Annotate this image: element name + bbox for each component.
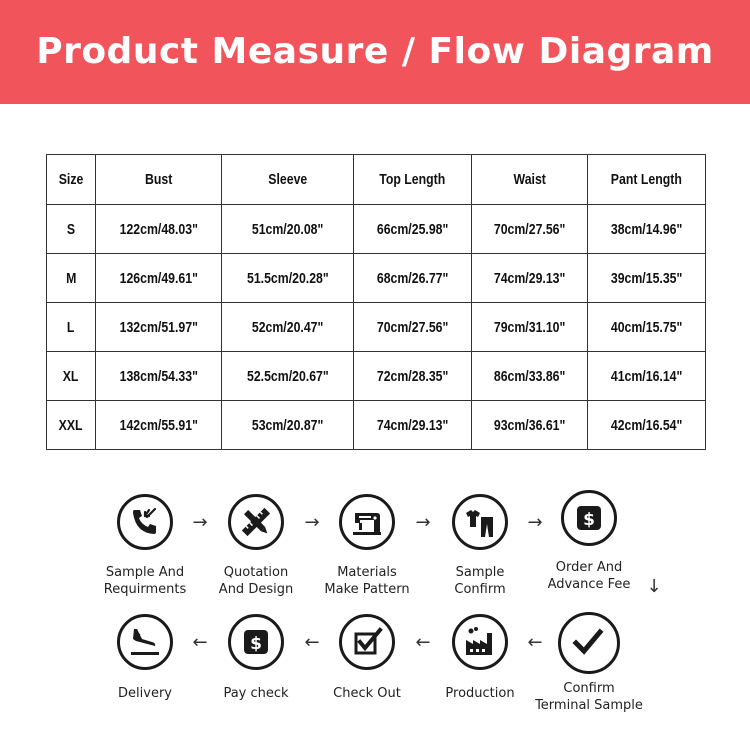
- flow-arrow-left: ←: [304, 632, 320, 653]
- page-title: Product Measure / Flow Diagram: [36, 31, 714, 72]
- dollar-card-icon: $: [577, 506, 601, 530]
- table-row: XXL 142cm/55.91" 53cm/20.87" 74cm/29.13"…: [46, 400, 706, 450]
- column-header: Pant Length: [587, 154, 706, 205]
- table-cell: 74cm/29.13": [471, 253, 588, 303]
- flow-arrow-right: →: [527, 512, 543, 533]
- flow-arrow-left: ←: [527, 632, 543, 653]
- checkmark-icon: [572, 628, 604, 655]
- table-row: S 122cm/48.03" 51cm/20.08" 66cm/25.98" 7…: [46, 204, 706, 254]
- table-cell: 68cm/26.77": [353, 253, 472, 303]
- table-cell: 122cm/48.03": [95, 204, 222, 254]
- table-cell: 138cm/54.33": [95, 351, 222, 401]
- table-cell: 42cm/16.54": [587, 400, 706, 450]
- table-cell: 51.5cm/20.28": [221, 253, 354, 303]
- table-cell: 93cm/36.61": [471, 400, 588, 450]
- flow-step-label: Production: [445, 686, 515, 701]
- checkbox-icon: [354, 627, 383, 655]
- flow-step-label: Check Out: [333, 686, 401, 701]
- column-header: Bust: [95, 154, 222, 205]
- factory-icon: [466, 627, 492, 655]
- table-cell: 132cm/51.97": [95, 302, 222, 352]
- shirt-pants-icon: [466, 510, 493, 537]
- plane-landing-icon: [131, 629, 159, 655]
- table-cell: XL: [46, 351, 96, 401]
- header-banner: Product Measure / Flow Diagram: [0, 0, 750, 104]
- table-cell: 79cm/31.10": [471, 302, 588, 352]
- column-header: Sleeve: [221, 154, 354, 205]
- table-cell: M: [46, 253, 96, 303]
- table-cell: 70cm/27.56": [471, 204, 588, 254]
- table-cell: 41cm/16.14": [587, 351, 706, 401]
- flow-arrow-left: ←: [192, 632, 208, 653]
- column-header: Waist: [471, 154, 588, 205]
- table-row: XL 138cm/54.33" 52.5cm/20.67" 72cm/28.35…: [46, 351, 706, 401]
- table-cell: 51cm/20.08": [221, 204, 354, 254]
- svg-text:$: $: [583, 510, 595, 530]
- table-cell: L: [46, 302, 96, 352]
- flow-arrow-left: ←: [415, 632, 431, 653]
- flow-step-label: Pay check: [223, 686, 289, 701]
- table-cell: 72cm/28.35": [353, 351, 472, 401]
- table-header-row: Size Bust Sleeve Top Length Waist Pant L…: [46, 154, 706, 205]
- table-cell: 40cm/15.75": [587, 302, 706, 352]
- table-cell: 74cm/29.13": [353, 400, 472, 450]
- table-cell: 126cm/49.61": [95, 253, 222, 303]
- flow-arrow-right: →: [304, 512, 320, 533]
- flow-arrow-right: →: [415, 512, 431, 533]
- sewing-machine-icon: [353, 513, 381, 535]
- table-cell: 39cm/15.35": [587, 253, 706, 303]
- table-cell: 70cm/27.56": [353, 302, 472, 352]
- column-header: Top Length: [353, 154, 472, 205]
- table-cell: 86cm/33.86": [471, 351, 588, 401]
- table-cell: XXL: [46, 400, 96, 450]
- table-row: M 126cm/49.61" 51.5cm/20.28" 68cm/26.77"…: [46, 253, 706, 303]
- flow-arrow-down: ↓: [646, 576, 662, 597]
- table-cell: S: [46, 204, 96, 254]
- svg-text:$: $: [250, 634, 262, 654]
- size-chart-table: Size Bust Sleeve Top Length Waist Pant L…: [46, 154, 706, 450]
- table-row: L 132cm/51.97" 52cm/20.47" 70cm/27.56" 7…: [46, 302, 706, 352]
- dollar-card-icon: $: [244, 630, 268, 654]
- table-cell: 142cm/55.91": [95, 400, 222, 450]
- table-cell: 53cm/20.87": [221, 400, 354, 450]
- table-cell: 66cm/25.98": [353, 204, 472, 254]
- flow-arrow-right: →: [192, 512, 208, 533]
- table-cell: 52.5cm/20.67": [221, 351, 354, 401]
- ruler-pencil-icon: [241, 507, 271, 537]
- phone-incoming-icon: [133, 507, 157, 534]
- flow-step-label: Delivery: [118, 686, 172, 701]
- table-cell: 38cm/14.96": [587, 204, 706, 254]
- column-header: Size: [46, 154, 96, 205]
- table-cell: 52cm/20.47": [221, 302, 354, 352]
